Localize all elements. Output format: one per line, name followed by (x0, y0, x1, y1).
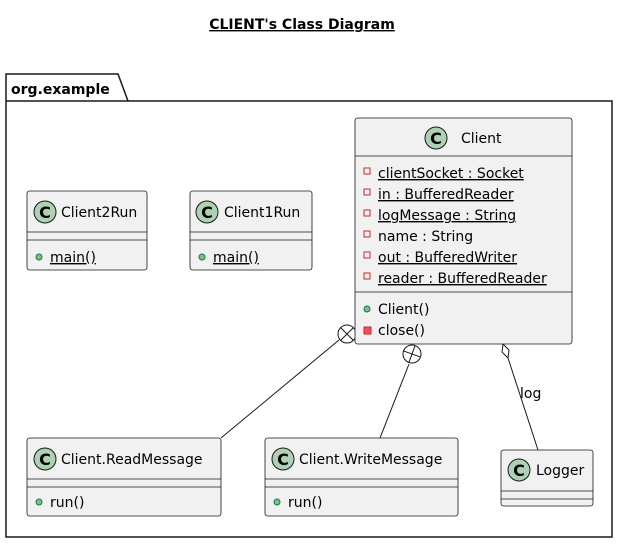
relation-label-log: log (520, 386, 541, 402)
svg-text:C: C (201, 203, 213, 222)
class-client2run[interactable]: C Client2Run main() (26, 190, 148, 271)
class-name: Client (461, 131, 502, 147)
aggregation-diamond (501, 342, 510, 360)
svg-text:C: C (39, 203, 51, 222)
class-name: Client.WriteMessage (299, 452, 442, 468)
method-main: main() (213, 250, 259, 266)
class-stereotype-icon: C (424, 126, 448, 150)
field-name: name : String (378, 229, 473, 245)
private-visibility-icon (363, 230, 371, 238)
class-name: Client.ReadMessage (61, 452, 203, 468)
svg-text:C: C (430, 129, 442, 148)
method-close: close() (378, 323, 425, 339)
package-frame (5, 73, 613, 538)
svg-text:C: C (277, 450, 289, 469)
method-main: main() (50, 250, 96, 266)
field-in: in : BufferedReader (378, 187, 514, 203)
class-client[interactable]: C Client clientSocket : Socket in : Buff… (354, 117, 573, 345)
class-name: Client2Run (61, 205, 137, 221)
field-reader: reader : BufferedReader (378, 271, 547, 287)
private-visibility-icon (363, 209, 371, 217)
class-client-writemessage[interactable]: C Client.WriteMessage run() (264, 437, 459, 517)
aggregation-line-logger (507, 357, 539, 451)
public-visibility-icon (273, 498, 281, 506)
class-stereotype-icon: C (195, 200, 219, 224)
nesting-circle-writemessage (402, 344, 422, 364)
svg-text:C: C (39, 450, 51, 469)
field-clientsocket: clientSocket : Socket (378, 166, 524, 182)
class-name: Logger (536, 463, 585, 479)
public-visibility-icon (35, 253, 43, 261)
field-logmessage: logMessage : String (378, 208, 516, 224)
class-stereotype-icon: C (33, 447, 57, 471)
class-stereotype-icon: C (271, 447, 295, 471)
method-client-constructor: Client() (378, 302, 429, 318)
private-visibility-icon (363, 188, 371, 196)
public-visibility-icon (35, 498, 43, 506)
class-stereotype-icon: C (33, 200, 57, 224)
nesting-circle-readmessage (337, 324, 357, 344)
relations: log (220, 324, 541, 451)
field-out: out : BufferedWriter (378, 250, 517, 266)
nesting-line-writemessage (379, 363, 410, 439)
class-stereotype-icon: C (507, 458, 531, 482)
public-visibility-icon (363, 305, 371, 313)
private-visibility-icon (363, 167, 371, 175)
class-name: Client1Run (224, 205, 300, 221)
package-name: org.example (11, 82, 110, 98)
private-visibility-icon (363, 251, 371, 259)
private-method-icon (363, 326, 372, 335)
svg-text:C: C (513, 461, 525, 480)
private-visibility-icon (363, 272, 371, 280)
diagram-title: CLIENT's Class Diagram (209, 17, 395, 33)
public-visibility-icon (198, 253, 206, 261)
package-org-example: org.example (5, 73, 613, 538)
method-run: run() (50, 495, 84, 511)
class-client1run[interactable]: C Client1Run main() (189, 190, 313, 271)
class-logger[interactable]: C Logger (500, 449, 594, 507)
class-client-readmessage[interactable]: C Client.ReadMessage run() (26, 437, 222, 517)
method-run: run() (288, 495, 322, 511)
nesting-line-readmessage (220, 339, 340, 439)
